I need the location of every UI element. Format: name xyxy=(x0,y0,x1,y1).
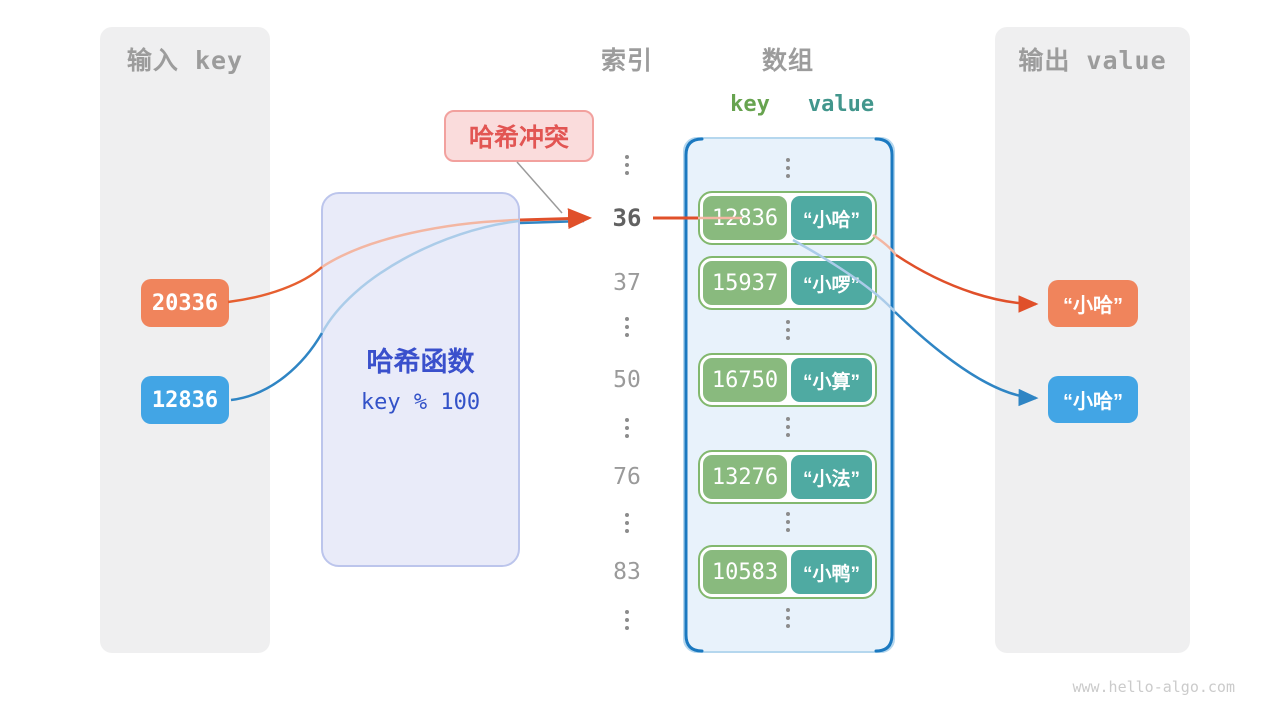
vertical-ellipsis-icon xyxy=(625,418,629,438)
array-row: 16750 “小算” xyxy=(698,353,877,407)
vertical-ellipsis-icon xyxy=(786,158,790,178)
output-value-blue: “小哈” xyxy=(1048,376,1138,423)
hash-function-formula: key % 100 xyxy=(360,390,481,415)
index-entry-36: 36 xyxy=(612,204,642,232)
array-row: 12836 “小哈” xyxy=(698,191,877,245)
index-entry-83: 83 xyxy=(613,559,641,585)
row-key: 12836 xyxy=(703,196,787,240)
index-column-title: 索引 xyxy=(600,46,653,75)
vertical-ellipsis-icon xyxy=(625,513,629,533)
vertical-ellipsis-icon xyxy=(625,317,629,337)
watermark: www.hello-algo.com xyxy=(1072,678,1235,696)
row-key: 16750 xyxy=(703,358,787,402)
hash-function-box: 哈希函数 key % 100 xyxy=(321,192,520,567)
row-value: “小法” xyxy=(791,455,872,499)
input-key-12836: 12836 xyxy=(141,376,229,424)
array-row: 10583 “小鸭” xyxy=(698,545,877,599)
vertical-ellipsis-icon xyxy=(786,608,790,628)
row-key: 13276 xyxy=(703,455,787,499)
index-entry-50: 50 xyxy=(613,367,641,393)
row-key: 15937 xyxy=(703,261,787,305)
row-value: “小算” xyxy=(791,358,872,402)
row-value: “小啰” xyxy=(791,261,872,305)
array-row: 15937 “小啰” xyxy=(698,256,877,310)
vertical-ellipsis-icon xyxy=(625,155,629,175)
row-key: 10583 xyxy=(703,550,787,594)
flow-blue-to-index xyxy=(519,219,585,225)
array-kv-header: key value xyxy=(700,92,882,117)
vertical-ellipsis-icon xyxy=(786,320,790,340)
flow-orange-arrow-to-index xyxy=(519,208,592,230)
input-key-panel xyxy=(100,27,270,653)
input-key-20336: 20336 xyxy=(141,279,229,327)
array-column-title: 数组 xyxy=(761,47,814,75)
output-value-orange: “小哈” xyxy=(1048,280,1138,327)
key-header: key xyxy=(730,92,770,117)
vertical-ellipsis-icon xyxy=(786,512,790,532)
input-panel-title: 输入 key xyxy=(126,46,244,75)
row-value: “小鸭” xyxy=(791,550,872,594)
hash-function-title: 哈希函数 xyxy=(366,347,475,377)
index-entry-76: 76 xyxy=(613,464,641,490)
output-value-panel xyxy=(995,27,1190,653)
output-panel-title: 输出 value xyxy=(1018,46,1167,75)
collision-pointer-line xyxy=(516,161,563,214)
hash-collision-label: 哈希冲突 xyxy=(444,110,594,162)
row-value: “小哈” xyxy=(791,196,872,240)
array-row: 13276 “小法” xyxy=(698,450,877,504)
value-header: value xyxy=(807,92,875,117)
vertical-ellipsis-icon xyxy=(625,610,629,630)
vertical-ellipsis-icon xyxy=(786,417,790,437)
index-entry-37: 37 xyxy=(613,270,641,296)
